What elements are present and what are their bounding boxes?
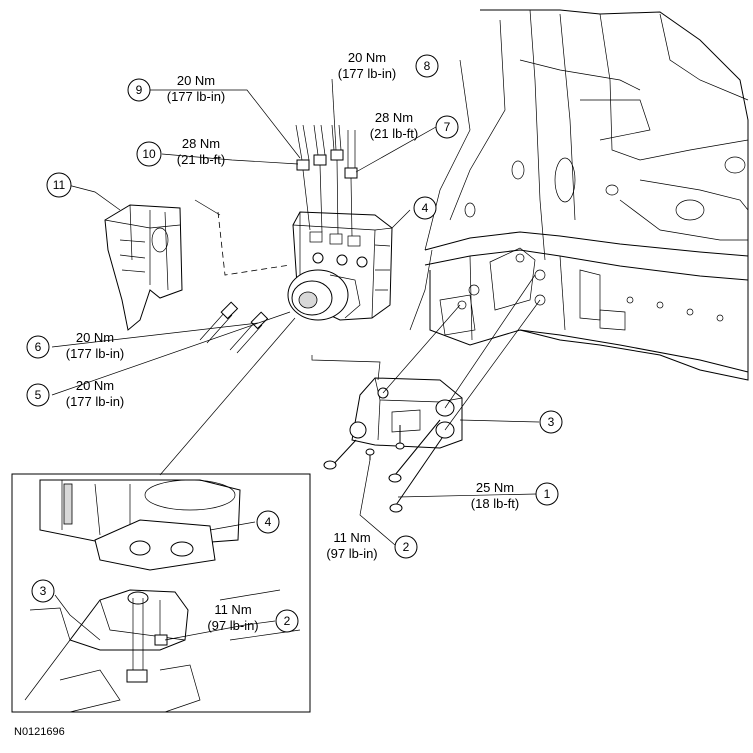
svg-text:(177 lb-in): (177 lb-in) <box>167 89 226 104</box>
detail-inset <box>11 473 311 713</box>
svg-text:(21 lb-ft): (21 lb-ft) <box>370 126 418 141</box>
svg-text:(177 lb-in): (177 lb-in) <box>66 394 125 409</box>
svg-text:5: 5 <box>35 388 42 402</box>
svg-text:(21 lb-ft): (21 lb-ft) <box>177 152 225 167</box>
callout-8: 8 20 Nm (177 lb-in) <box>338 50 439 81</box>
svg-text:(97 lb-in): (97 lb-in) <box>207 618 258 633</box>
svg-text:20 Nm: 20 Nm <box>348 50 386 65</box>
callout-3: 3 <box>539 410 563 434</box>
svg-text:3: 3 <box>548 415 555 429</box>
svg-text:(97 lb-in): (97 lb-in) <box>326 546 377 561</box>
callout-5: 5 20 Nm (177 lb-in) <box>26 378 125 409</box>
svg-text:1: 1 <box>544 487 551 501</box>
bracket-bolts <box>323 419 443 513</box>
callout-9: 9 20 Nm (177 lb-in) <box>127 73 226 104</box>
callout-4: 4 <box>413 196 437 220</box>
callout-leaders <box>51 78 540 546</box>
callout-3-inset: 3 <box>31 579 55 603</box>
brake-tube-fittings <box>199 124 358 354</box>
vehicle-frame-structure <box>409 9 749 381</box>
svg-text:28 Nm: 28 Nm <box>182 136 220 151</box>
svg-text:25 Nm: 25 Nm <box>476 480 514 495</box>
svg-text:4: 4 <box>422 201 429 215</box>
svg-text:20 Nm: 20 Nm <box>177 73 215 88</box>
svg-text:2: 2 <box>284 614 291 628</box>
svg-text:9: 9 <box>136 83 143 97</box>
svg-text:3: 3 <box>40 584 47 598</box>
svg-text:4: 4 <box>265 515 272 529</box>
callout-2-inset: 2 11 Nm (97 lb-in) <box>207 602 299 633</box>
svg-text:(177 lb-in): (177 lb-in) <box>66 346 125 361</box>
svg-text:8: 8 <box>424 59 431 73</box>
callout-4-inset: 4 <box>256 510 280 534</box>
figure-id: N0121696 <box>14 726 65 738</box>
callout-6: 6 20 Nm (177 lb-in) <box>26 330 125 361</box>
wiring-connector <box>104 204 183 331</box>
svg-text:20 Nm: 20 Nm <box>76 330 114 345</box>
svg-text:11: 11 <box>53 178 66 192</box>
svg-text:2: 2 <box>403 540 410 554</box>
svg-text:11 Nm: 11 Nm <box>214 602 251 617</box>
assembly-guide-lines <box>194 199 541 431</box>
svg-text:7: 7 <box>444 120 451 134</box>
callout-11: 11 <box>46 172 72 198</box>
svg-text:10: 10 <box>142 147 156 161</box>
abs-bracket <box>349 377 463 449</box>
abs-hydraulic-unit <box>287 211 393 321</box>
svg-text:(177 lb-in): (177 lb-in) <box>338 66 397 81</box>
svg-text:28 Nm: 28 Nm <box>375 110 413 125</box>
callout-7: 7 28 Nm (21 lb-ft) <box>370 110 459 141</box>
svg-text:20 Nm: 20 Nm <box>76 378 114 393</box>
svg-text:6: 6 <box>35 340 42 354</box>
svg-text:11 Nm: 11 Nm <box>333 530 370 545</box>
callout-1: 1 25 Nm (18 lb-ft) <box>471 480 559 511</box>
svg-text:(18 lb-ft): (18 lb-ft) <box>471 496 519 511</box>
callout-2: 2 11 Nm (97 lb-in) <box>326 530 418 561</box>
callout-10: 10 28 Nm (21 lb-ft) <box>136 136 225 167</box>
